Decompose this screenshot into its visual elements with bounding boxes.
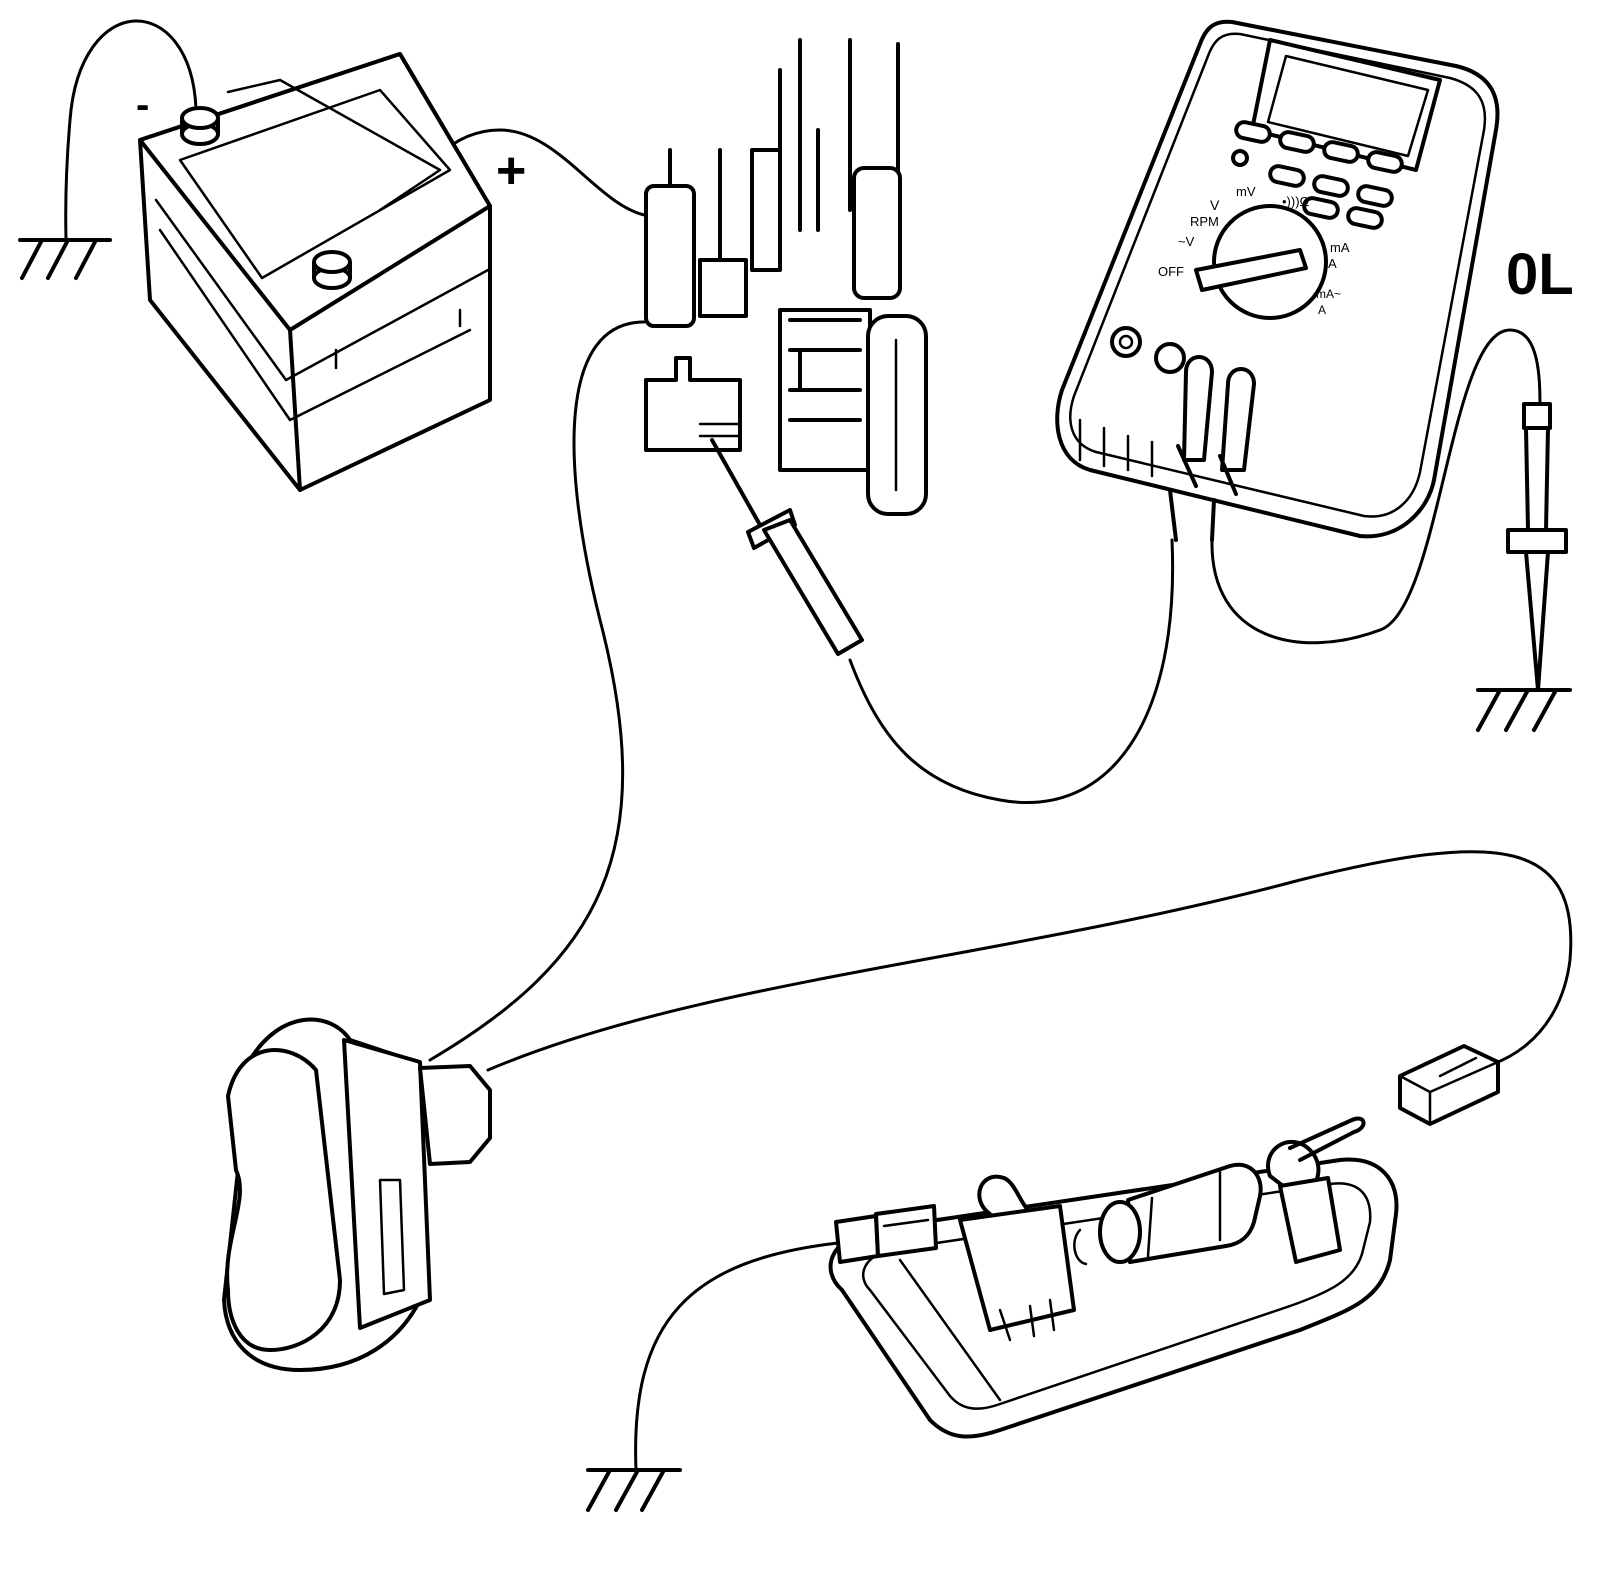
dial-label-rpm: RPM (1190, 214, 1219, 229)
blade-fuse (778, 308, 928, 516)
ground-symbol-lamp (586, 1468, 682, 1512)
multimeter-lead-plugs (1168, 355, 1256, 542)
fuse-box (644, 38, 928, 516)
dial-label-a-dc: A (1328, 256, 1337, 271)
multimeter-rotary-dial (1194, 204, 1328, 320)
dial-label-a-ac: A (1318, 303, 1326, 317)
dial-label-ma-a-dc: mA (1330, 240, 1350, 255)
test-probe-fuse (710, 438, 864, 656)
ground-symbol-probe (1476, 688, 1572, 732)
dial-label-off: OFF (1158, 264, 1184, 279)
connector (1398, 1044, 1500, 1126)
dial-label-ac-v: ~V (1178, 234, 1195, 249)
multimeter: V RPM mV •)))Ω ~V OFF mA A mA~ A 0L (1055, 19, 1574, 542)
multimeter-buttons (1231, 120, 1404, 230)
lamp-assembly (828, 1116, 1399, 1439)
battery-negative-terminal (180, 106, 220, 146)
bulb (1098, 1162, 1263, 1264)
battery-positive-terminal (312, 250, 352, 290)
switch (222, 1017, 492, 1372)
battery: - + (136, 52, 526, 492)
test-probe-ground (1506, 402, 1568, 692)
battery-positive-label: + (496, 142, 526, 200)
multimeter-jacks (1110, 326, 1186, 374)
dial-label-dc-v: V (1210, 197, 1220, 213)
dial-label-mv: mV (1236, 184, 1256, 199)
multimeter-reading: 0L (1506, 242, 1574, 307)
battery-negative-label: - (136, 83, 149, 127)
dial-label-ohm: •)))Ω (1282, 194, 1310, 209)
dial-label-ma-a-ac: mA~ (1316, 287, 1341, 301)
ground-symbol-battery (18, 238, 112, 280)
